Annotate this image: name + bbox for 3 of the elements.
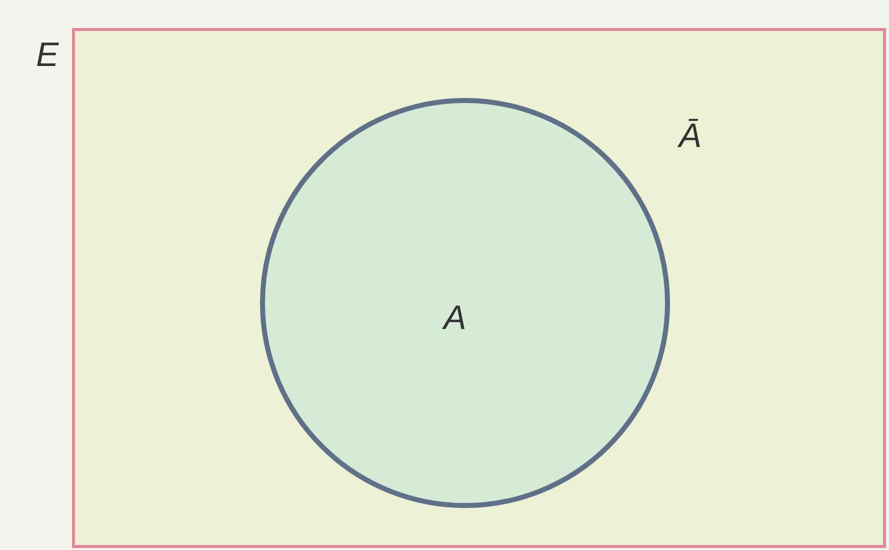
complement-label: Ā xyxy=(679,119,702,153)
set-label: E xyxy=(36,38,59,72)
set-label: A xyxy=(444,301,466,335)
